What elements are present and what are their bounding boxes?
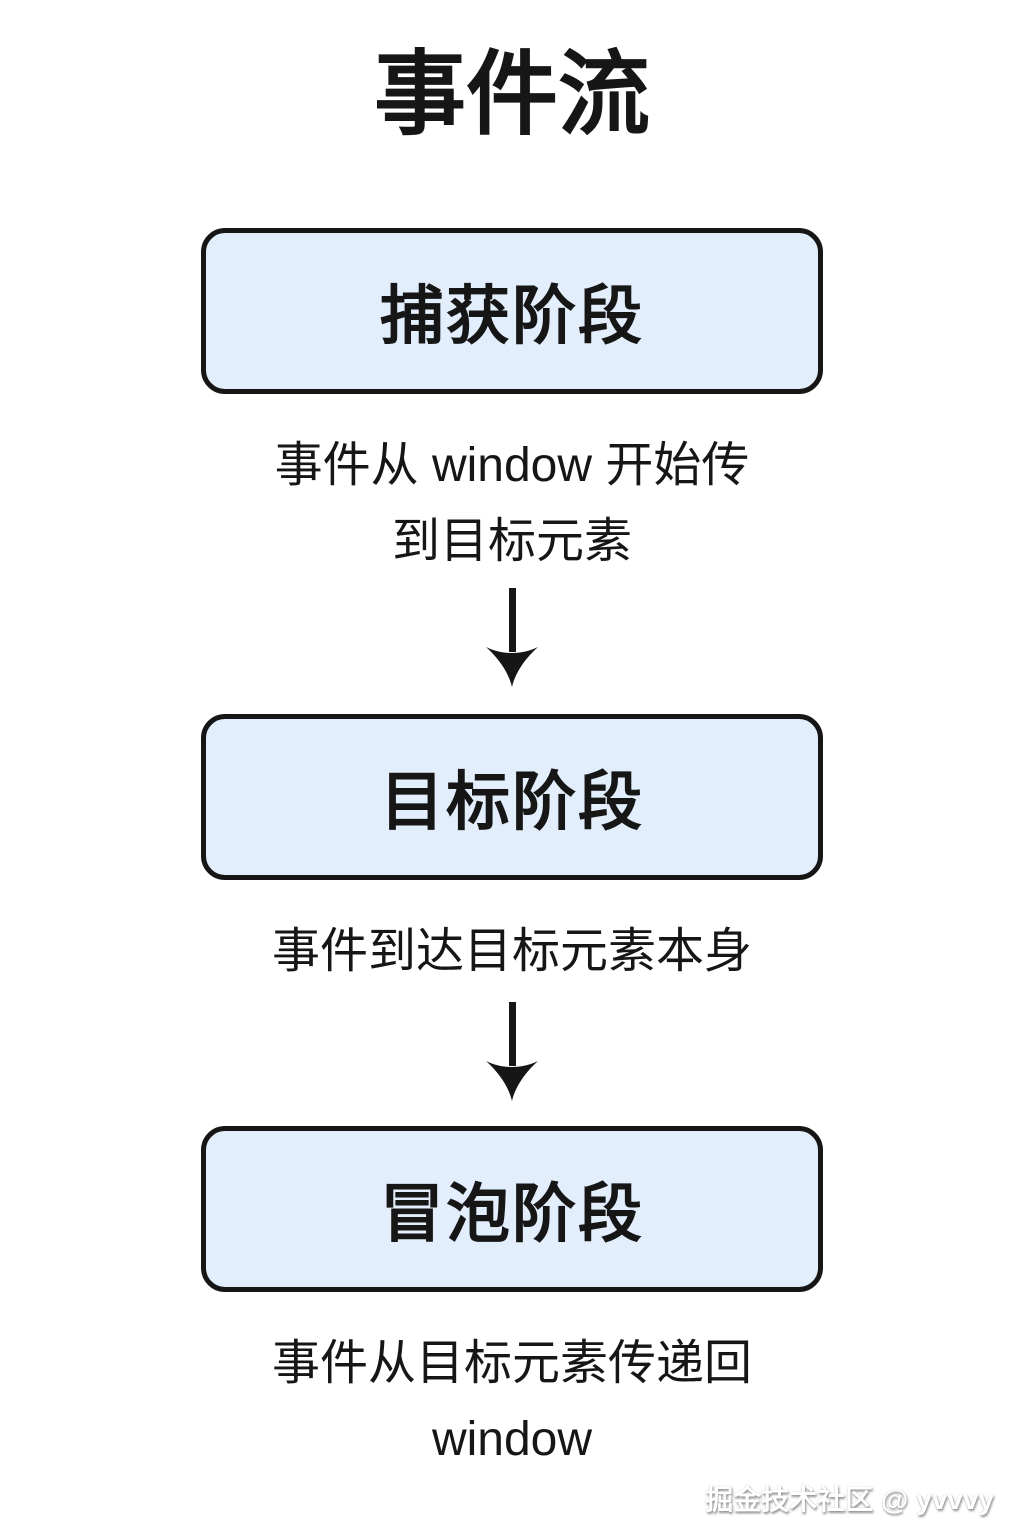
- desc-line: 事件从目标元素传递回: [271, 1337, 752, 1391]
- stage-description-target: 事件到达目标元素本身: [272, 914, 752, 990]
- desc-line: window: [431, 1413, 593, 1467]
- stage-box-bubble: 冒泡阶段: [201, 1126, 823, 1293]
- stage-description-bubble: 事件从目标元素传递回 window: [272, 1326, 752, 1478]
- stage-label-target: 目标阶段: [380, 766, 644, 839]
- down-arrow-icon: [486, 588, 538, 688]
- stage-box-capture: 捕获阶段: [201, 228, 823, 395]
- down-arrow-icon: [486, 1002, 538, 1102]
- desc-line: 事件到达目标元素本身: [271, 925, 752, 979]
- desc-line: 事件从 window 开始传: [274, 439, 750, 493]
- stage-label-bubble: 冒泡阶段: [380, 1178, 644, 1251]
- desc-line: 到目标元素: [391, 515, 632, 569]
- page-title: 事件流: [373, 44, 650, 146]
- stage-description-capture: 事件从 window 开始传到目标元素: [275, 428, 750, 580]
- watermark: 掘金技术社区 @ yvvvy: [705, 1484, 994, 1515]
- stage-label-capture: 捕获阶段: [380, 280, 644, 353]
- stage-box-target: 目标阶段: [201, 714, 823, 881]
